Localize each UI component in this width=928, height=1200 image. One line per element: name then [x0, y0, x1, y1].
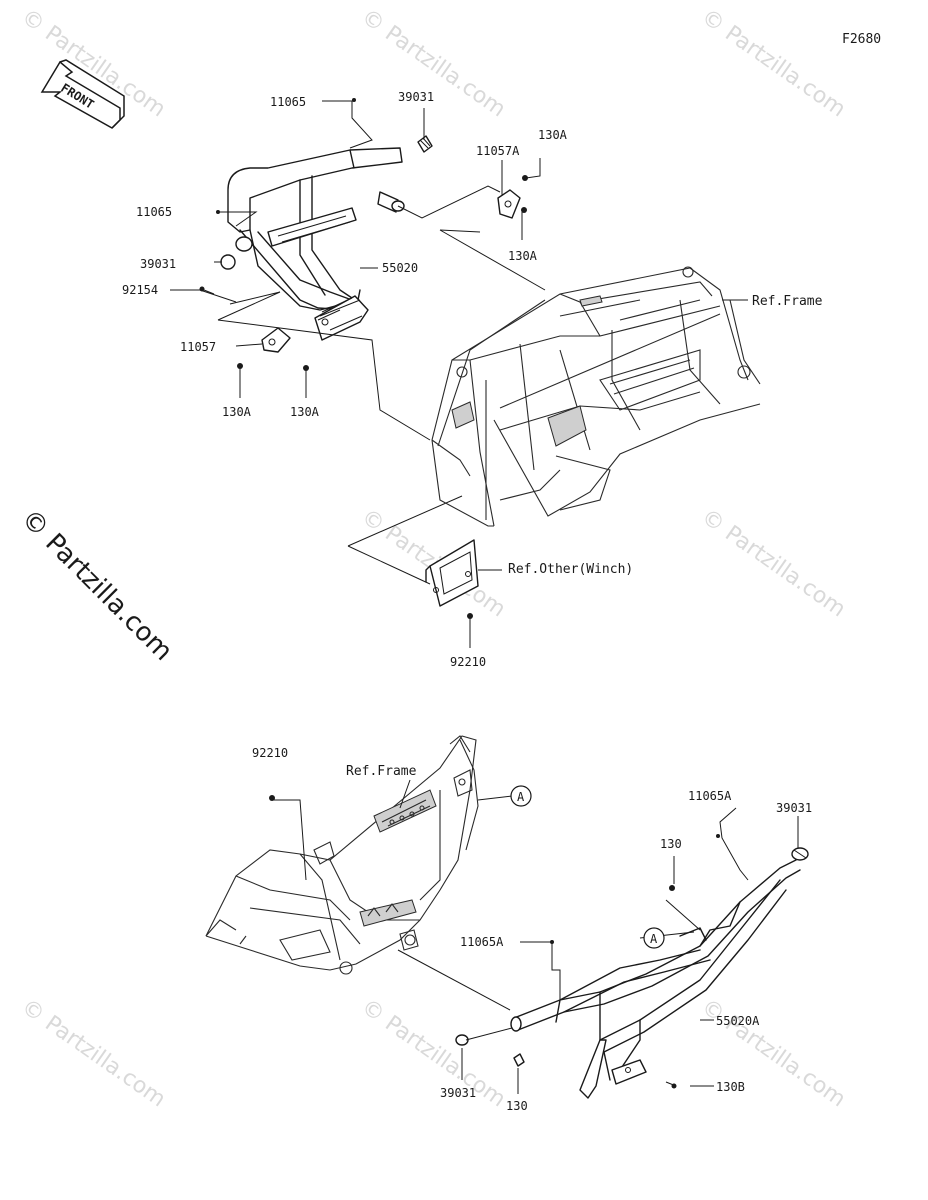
part-label-130a: 130A [222, 405, 252, 419]
part-label-11057: 11057 [180, 340, 216, 354]
part-label-92154: 92154 [122, 283, 158, 297]
part-label-11065a: 11065A [688, 789, 732, 803]
watermark-text: © Partzilla.com [697, 994, 850, 1112]
part-label-130a: 130A [508, 249, 538, 263]
part-label-11065: 11065 [136, 205, 172, 219]
part-label-130b: 130B [716, 1080, 745, 1094]
front-arrow-icon: FRONT [40, 59, 125, 129]
callout-a-label: A [650, 932, 658, 946]
part-label-39031: 39031 [398, 90, 434, 104]
part-label-55020a: 55020A [716, 1014, 760, 1028]
part-label-130: 130 [506, 1099, 528, 1113]
lower-guard-assembly: A A 92210 Ref.Frame 11065A 39031 130 110… [205, 735, 812, 1113]
callout-circle [510, 785, 532, 807]
part-label-11065a: 11065A [460, 935, 504, 949]
part-label-39031: 39031 [776, 801, 812, 815]
part-label-130a: 130A [290, 405, 320, 419]
rear-guard-tube [269, 795, 809, 1099]
watermark-text: © Partzilla.com [357, 994, 510, 1112]
callout-a-label: A [517, 790, 525, 804]
figure-code: F2680 [842, 32, 881, 47]
callout-circle [643, 927, 665, 949]
part-label-130: 130 [660, 837, 682, 851]
ref-other-winch-label: Ref.Other(Winch) [508, 562, 633, 577]
watermark-text: © Partzilla.com [697, 4, 850, 122]
part-label-11057a: 11057A [476, 144, 520, 158]
ref-frame-label: Ref.Frame [346, 764, 417, 779]
watermarks: © Partzilla.com © Partzilla.com © Partzi… [15, 4, 850, 1112]
part-label-130a: 130A [538, 128, 568, 142]
frame-upper [431, 266, 761, 527]
watermark-main: © Partzilla.com [15, 504, 178, 667]
ref-frame-label: Ref.Frame [752, 294, 823, 309]
frame-lower [205, 735, 479, 975]
watermark-text: © Partzilla.com [697, 504, 850, 622]
watermark-text: © Partzilla.com [357, 4, 510, 122]
part-label-11065: 11065 [270, 95, 306, 109]
part-label-39031: 39031 [440, 1086, 476, 1100]
part-label-55020: 55020 [382, 261, 418, 275]
watermark-text: © Partzilla.com [17, 994, 170, 1112]
winch-plate [425, 539, 479, 607]
part-label-39031: 39031 [140, 257, 176, 271]
part-label-92210: 92210 [450, 655, 486, 669]
upper-guard-assembly: 11065 39031 130A 11057A 130A 11065 39031… [122, 90, 823, 669]
part-label-92210: 92210 [252, 746, 288, 760]
